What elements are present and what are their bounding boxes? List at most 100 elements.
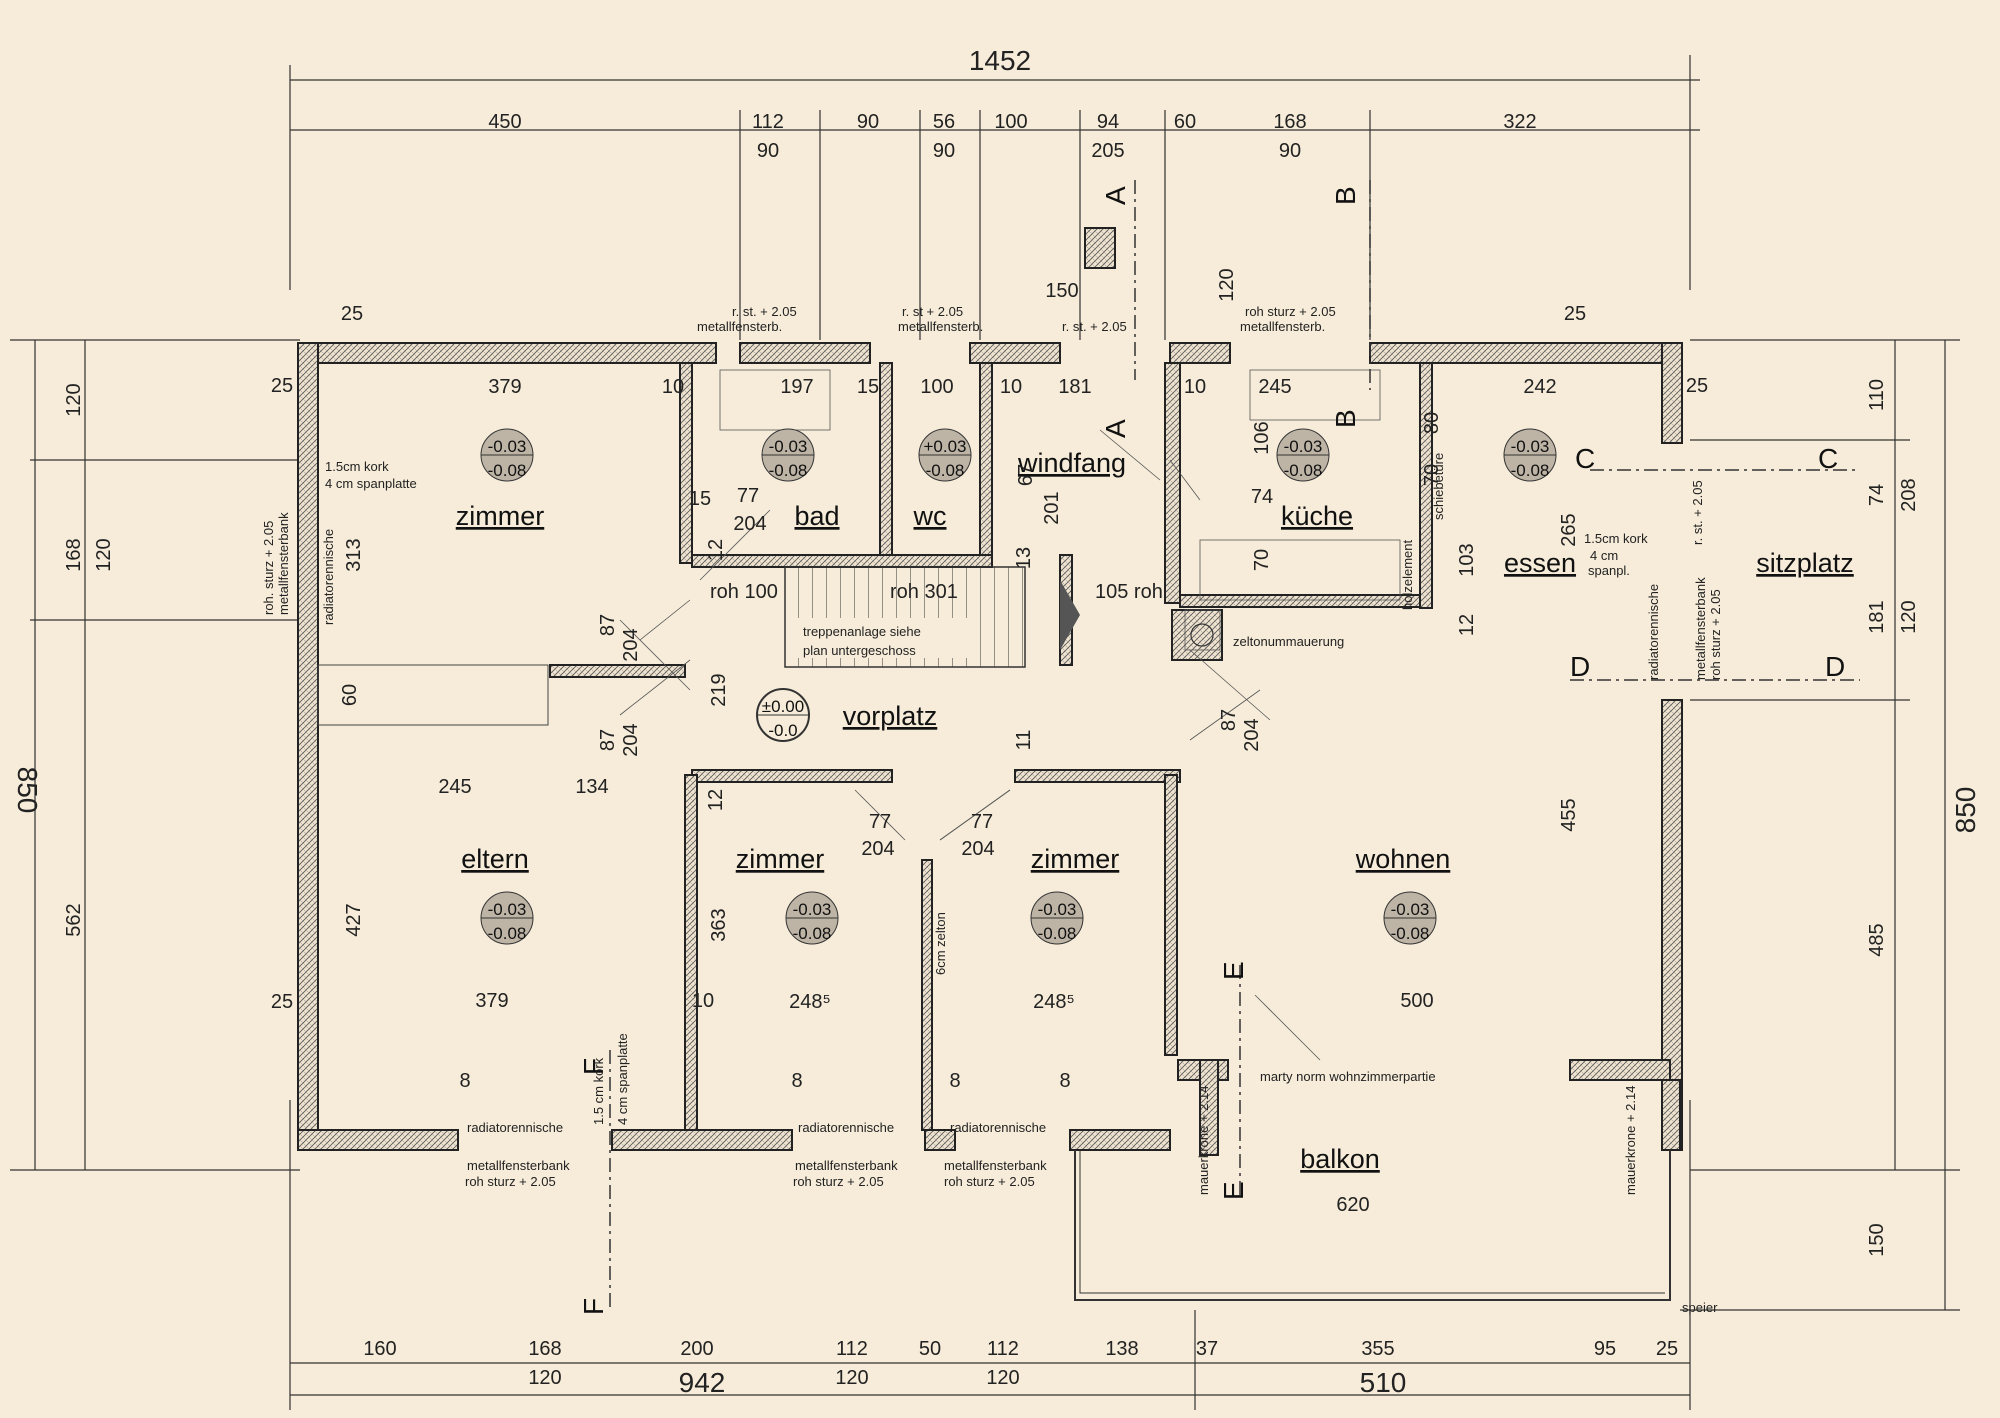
note: r. st. + 2.05 [1062, 319, 1127, 334]
note: 6cm zelton [933, 912, 948, 975]
dim-interior: 8 [791, 1070, 802, 1092]
note: mauerkrone + 2.14 [1196, 1086, 1211, 1195]
note: radiatorennische [321, 529, 336, 625]
balcony-outline [1074, 1150, 1671, 1301]
dim-right: 181 [1866, 600, 1888, 633]
door-swings [619, 429, 1321, 1061]
section-lines: A A B B C C D D E E F F [578, 180, 1860, 1315]
room-balkon: balkon [1300, 1144, 1380, 1174]
note: 1.5cm kork [325, 459, 389, 474]
note: 105 roh [1095, 581, 1163, 603]
room-windfang: windfang [1017, 448, 1126, 478]
room-eltern: eltern -0.03 -0.08 [461, 844, 534, 945]
room-name: wohnen [1355, 844, 1451, 874]
dim-top: 322 [1503, 111, 1536, 133]
dim-top: 56 [933, 111, 955, 133]
dim-interior: 87 [597, 614, 619, 636]
note: metallfensterbank [1693, 577, 1708, 680]
dim-left: 120 [93, 538, 115, 571]
level-bottom: -0.08 [488, 461, 527, 480]
section-label: D [1570, 651, 1590, 682]
section-label: E [1218, 961, 1249, 980]
section-label: B [1330, 186, 1361, 205]
note: roh. sturz + 2.05 [261, 521, 276, 615]
note: metallfensterbank [467, 1158, 570, 1173]
dim-top: 100 [994, 111, 1027, 133]
level-top: +0.03 [923, 437, 966, 456]
level-bottom: -0.08 [1511, 461, 1550, 480]
room-wohnen: wohnen -0.03 -0.08 [1355, 844, 1451, 945]
note: 1.5cm kork [1584, 531, 1648, 546]
dim-top: 168 [1273, 111, 1306, 133]
dim-interior: 15 [857, 376, 879, 398]
dim-interior: 12 [705, 789, 727, 811]
top-dimensions: 1452 450 112 90 56 100 94 60 168 322 90 … [488, 45, 1536, 162]
dim-interior: 10 [1000, 376, 1022, 398]
dim-interior: 455 [1558, 798, 1580, 831]
dim-top-total: 1452 [969, 45, 1031, 76]
room-zimmer1: zimmer -0.03 -0.08 [456, 428, 544, 531]
dim-bottom: 37 [1196, 1338, 1218, 1360]
dim-top: 90 [1279, 140, 1301, 162]
dim-bottom: 200 [680, 1338, 713, 1360]
level-top: -0.03 [1038, 900, 1077, 919]
dim-interior: 204 [620, 723, 642, 756]
note: metallfensterb. [1240, 319, 1325, 334]
dim-bottom: 120 [528, 1367, 561, 1389]
note: schiebetüre [1431, 453, 1446, 520]
note: roh 100 [710, 581, 778, 603]
dim-interior: 25 [1686, 375, 1708, 397]
level-bottom: -0.08 [793, 924, 832, 943]
dim-interior: 150 [1045, 280, 1078, 302]
dim-bottom-total-right: 510 [1360, 1367, 1407, 1398]
room-wc: wc +0.03 -0.08 [913, 428, 972, 531]
dim-right: 485 [1866, 923, 1888, 956]
dim-interior: 204 [1241, 718, 1263, 751]
dim-top: 450 [488, 111, 521, 133]
note: r. st + 2.05 [902, 304, 963, 319]
dim-interior: 248⁵ [789, 991, 831, 1013]
dim-interior: 120 [1216, 268, 1238, 301]
level-top: -0.03 [1284, 437, 1323, 456]
room-name: balkon [1300, 1144, 1380, 1174]
dim-bottom-total-left: 942 [679, 1367, 726, 1398]
dim-interior: 87 [1218, 709, 1240, 731]
dim-interior: 245 [438, 776, 471, 798]
dim-interior: 10 [692, 990, 714, 1012]
room-name: bad [794, 501, 839, 531]
level-top: -0.03 [769, 437, 808, 456]
dim-bottom: 112 [836, 1338, 868, 1360]
section-label: B [1330, 409, 1361, 428]
section-label: E [1218, 1181, 1249, 1200]
room-essen: essen -0.03 -0.08 [1503, 428, 1576, 578]
note: r. st. + 2.05 [732, 304, 797, 319]
dim-interior: 77 [737, 485, 759, 507]
dim-bottom: 112 [987, 1338, 1019, 1360]
level-top: -0.03 [488, 900, 527, 919]
dim-interior: 8 [459, 1070, 470, 1092]
note: r. st. + 2.05 [1690, 480, 1705, 545]
dim-interior: 620 [1336, 1194, 1369, 1216]
dim-bottom: 160 [363, 1338, 396, 1360]
note: spanpl. [1588, 563, 1630, 578]
dim-interior: 103 [1456, 543, 1478, 576]
dim-interior: 265 [1558, 513, 1580, 546]
dim-bottom: 120 [835, 1367, 868, 1389]
dim-interior: 201 [1041, 491, 1063, 524]
dim-bottom: 355 [1361, 1338, 1394, 1360]
level-bottom: -0.08 [769, 461, 808, 480]
room-zimmer2: zimmer -0.03 -0.08 [736, 844, 839, 945]
room-sitzplatz: sitzplatz [1756, 548, 1854, 578]
dim-interior: 379 [488, 376, 521, 398]
level-bottom: -0.08 [926, 461, 965, 480]
level-bottom: -0.08 [1284, 461, 1323, 480]
section-label: C [1818, 443, 1838, 474]
dim-interior: 25 [1564, 303, 1586, 325]
dim-top: 205 [1091, 140, 1124, 162]
room-name: essen [1504, 548, 1576, 578]
dim-interior: 363 [708, 908, 730, 941]
note: treppenanlage siehe [803, 624, 921, 639]
dim-interior: 181 [1058, 376, 1091, 398]
note: roh 301 [890, 581, 958, 603]
room-name: windfang [1017, 448, 1126, 478]
